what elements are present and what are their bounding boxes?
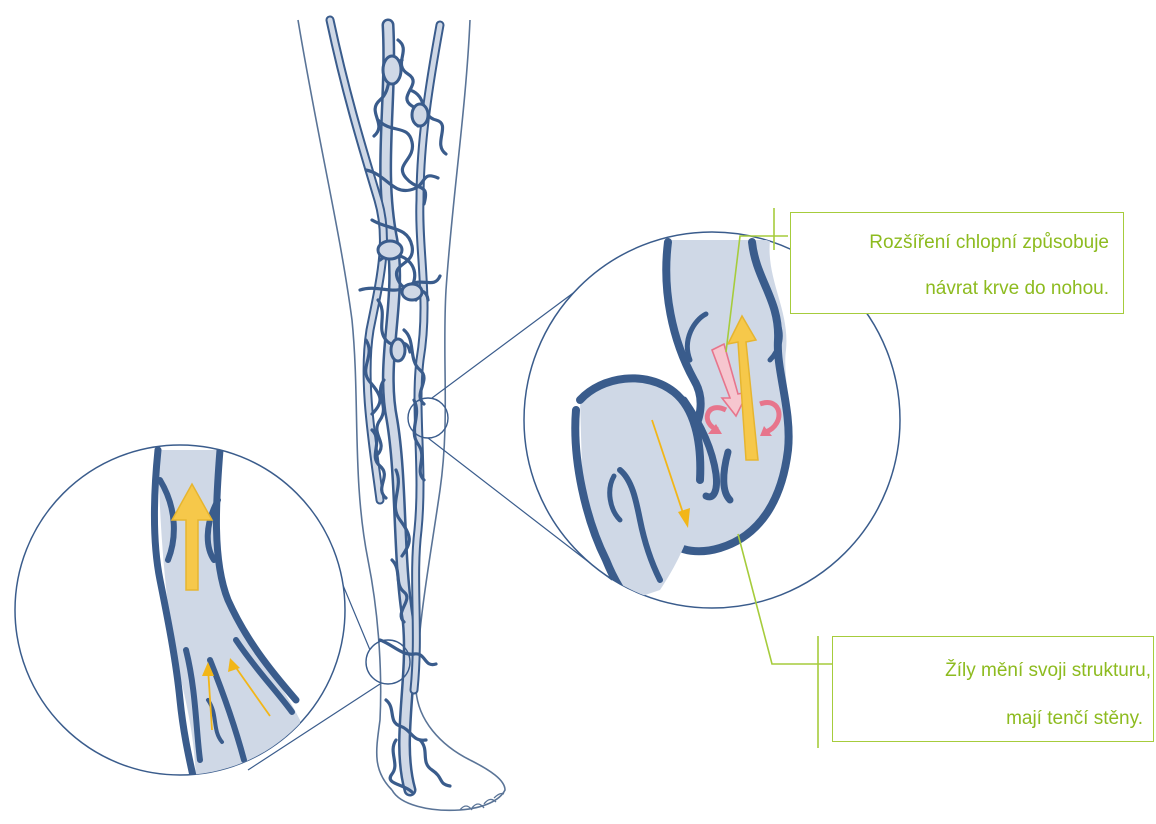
valve-callout-line-2: návrat krve do nohou.: [925, 279, 1109, 298]
valve-widening-callout: Rozšíření chlopní způsobuje návrat krve …: [790, 212, 1124, 314]
toes: [460, 794, 504, 811]
structure-callout-line-1: Žíly mění svoji strukturu,: [945, 661, 1151, 680]
healthy-vein-detail: [15, 445, 345, 790]
valve-callout-line-1: Rozšíření chlopní způsobuje: [869, 233, 1109, 252]
leg-illustration: [298, 20, 505, 810]
structure-callout-line-2: mají tenčí stěny.: [1006, 709, 1143, 728]
vein-structure-callout: Žíly mění svoji strukturu, mají tenčí st…: [832, 636, 1154, 742]
